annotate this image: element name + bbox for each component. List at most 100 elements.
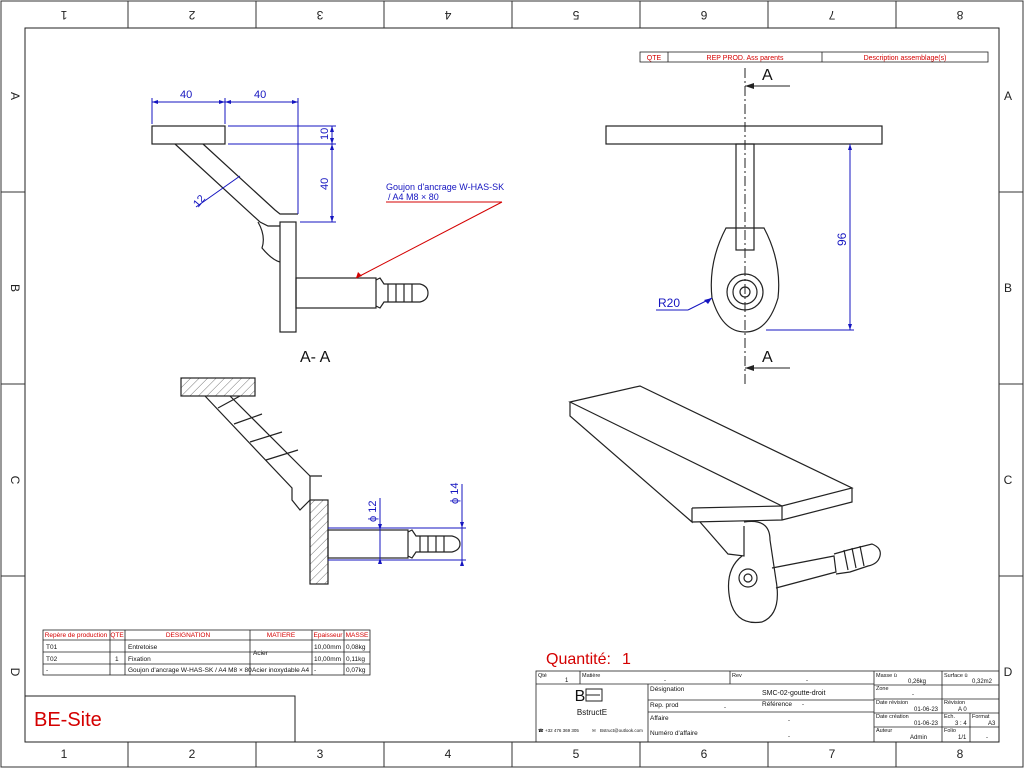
isometric-view — [568, 385, 881, 624]
bom-cell: 0,08kg — [346, 644, 366, 651]
col-label: 5 — [573, 747, 580, 761]
row-label: B — [1004, 281, 1012, 295]
col-label: 3 — [317, 747, 324, 761]
leader-text-2: / A4 M8 × 80 — [388, 192, 439, 202]
quantity-label: Quantité: — [546, 651, 611, 668]
lower-dimensions — [328, 484, 466, 566]
col-label: 6 — [700, 8, 707, 22]
col-label: 8 — [957, 747, 964, 761]
quantity-value: 1 — [622, 651, 631, 668]
bom-cell: Acier — [253, 650, 269, 657]
dim-phi14: ϕ 14 — [449, 483, 461, 504]
header-qte: QTE — [647, 55, 662, 62]
cut-labels: A A — [762, 67, 773, 366]
tb-rev-label: Rev — [732, 673, 742, 679]
bom-header: MASSE — [346, 632, 369, 639]
col-label: 8 — [956, 8, 963, 22]
tb-surface-value: 0,32m2 — [972, 679, 993, 685]
row-label: B — [8, 284, 22, 292]
tb-format-value: A3 — [988, 721, 996, 727]
dim-96: 96 — [835, 232, 849, 246]
dim-phi12: ϕ 12 — [367, 501, 379, 522]
row-label: A — [1004, 89, 1012, 103]
row-label: C — [1004, 473, 1013, 487]
section-label: A- A — [300, 349, 331, 366]
tb-folio-dash: - — [986, 735, 988, 741]
tb-reference-value: - — [802, 702, 804, 708]
tb-matiere-label: Matière — [582, 673, 600, 679]
tb-folio-value: 1/1 — [958, 735, 967, 741]
tb-zone-label: Zone — [876, 686, 889, 692]
bom-cell: Fixation — [128, 656, 151, 663]
bom-cell: Acier inoxydable A4 — [252, 667, 309, 674]
tb-revision-label: Révision — [944, 700, 965, 706]
section-dim-labels: 40 40 10 40 12 Goujon d'ancrage W-HAS-SK… — [180, 89, 504, 210]
dim-40-vertical: 40 — [319, 178, 331, 190]
row-label: D — [1004, 665, 1013, 679]
bom-cell: Entretoise — [128, 644, 158, 651]
phone-icon: ☎ — [538, 728, 544, 733]
tb-date-revision-label: Date révision — [876, 700, 908, 706]
row-label: A — [8, 92, 22, 100]
tb-auteur-label: Auteur — [876, 728, 892, 734]
col-label: 7 — [829, 747, 836, 761]
front-centerline — [744, 68, 790, 385]
cut-arrows — [745, 83, 754, 371]
lower-dim-labels: ϕ 12 ϕ 14 — [367, 483, 461, 522]
bom-cell: 0,07kg — [346, 667, 366, 674]
bom-header: DESIGNATION — [166, 632, 211, 639]
front-dimensions — [656, 144, 854, 331]
company-name: BstructE — [577, 708, 607, 717]
lower-view-part — [180, 377, 461, 585]
tb-folio-label: Folio — [944, 728, 956, 734]
col-label: 3 — [316, 8, 323, 22]
tb-zone-value: - — [912, 692, 914, 698]
leader-arrow — [356, 272, 362, 278]
col-label: 4 — [444, 8, 451, 22]
bom-header: MATIERE — [267, 632, 296, 639]
logo-text: BE-Site — [34, 709, 102, 731]
tb-qte-label: Qté — [538, 673, 547, 679]
company-phone: +32 476 369 305 — [545, 728, 579, 733]
front-view-part — [605, 125, 883, 333]
svg-text:B: B — [575, 688, 586, 705]
tb-auteur-value: Admin — [910, 735, 927, 741]
tb-format-label: Format — [972, 714, 990, 720]
bom-cell: T02 — [46, 656, 58, 663]
bom-cell: 0,11kg — [346, 656, 365, 663]
tb-surface-label: Surface ü — [944, 673, 968, 679]
bom-table: Repère de production QTE DESIGNATION MAT… — [42, 629, 371, 676]
lower-arrows — [378, 522, 464, 566]
col-label: 4 — [445, 747, 452, 761]
dim-10: 10 — [319, 128, 331, 140]
bom-cell: - — [314, 667, 316, 674]
email-icon: ✉ — [592, 728, 596, 733]
tb-masse-value: 0,26kg — [908, 679, 926, 685]
bom-cell: Goujon d'ancrage W-HAS-SK / A4 M8 × 80 — [128, 667, 252, 674]
front-arrows — [704, 144, 852, 330]
bom-cell: 1 — [115, 656, 119, 663]
col-label: 1 — [61, 747, 68, 761]
col-label: 1 — [60, 8, 67, 22]
tb-qte-value: 1 — [565, 678, 569, 684]
bom-cell: - — [46, 667, 48, 674]
logo-box: BE-Site — [24, 695, 296, 743]
tb-masse-label: Masse ü — [876, 673, 897, 679]
tb-rev-value: - — [806, 678, 808, 684]
col-label: 6 — [701, 747, 708, 761]
col-label: 5 — [572, 8, 579, 22]
bom-header: Epaisseur — [314, 632, 344, 639]
row-label: D — [8, 668, 22, 677]
section-arrows — [152, 100, 334, 222]
cut-a-top: A — [762, 67, 773, 84]
tb-date-revision-value: 01-06-23 — [914, 707, 939, 713]
section-view-part — [151, 125, 429, 333]
front-dim-labels: 96 R20 — [658, 232, 849, 310]
cut-a-bottom: A — [762, 349, 773, 366]
tb-num-affaire-value: - — [788, 734, 790, 740]
tb-ech-value: 3 : 4 — [955, 721, 967, 727]
tb-reference-label: Référence — [762, 701, 792, 708]
quantity: Quantité: 1 — [546, 651, 631, 668]
